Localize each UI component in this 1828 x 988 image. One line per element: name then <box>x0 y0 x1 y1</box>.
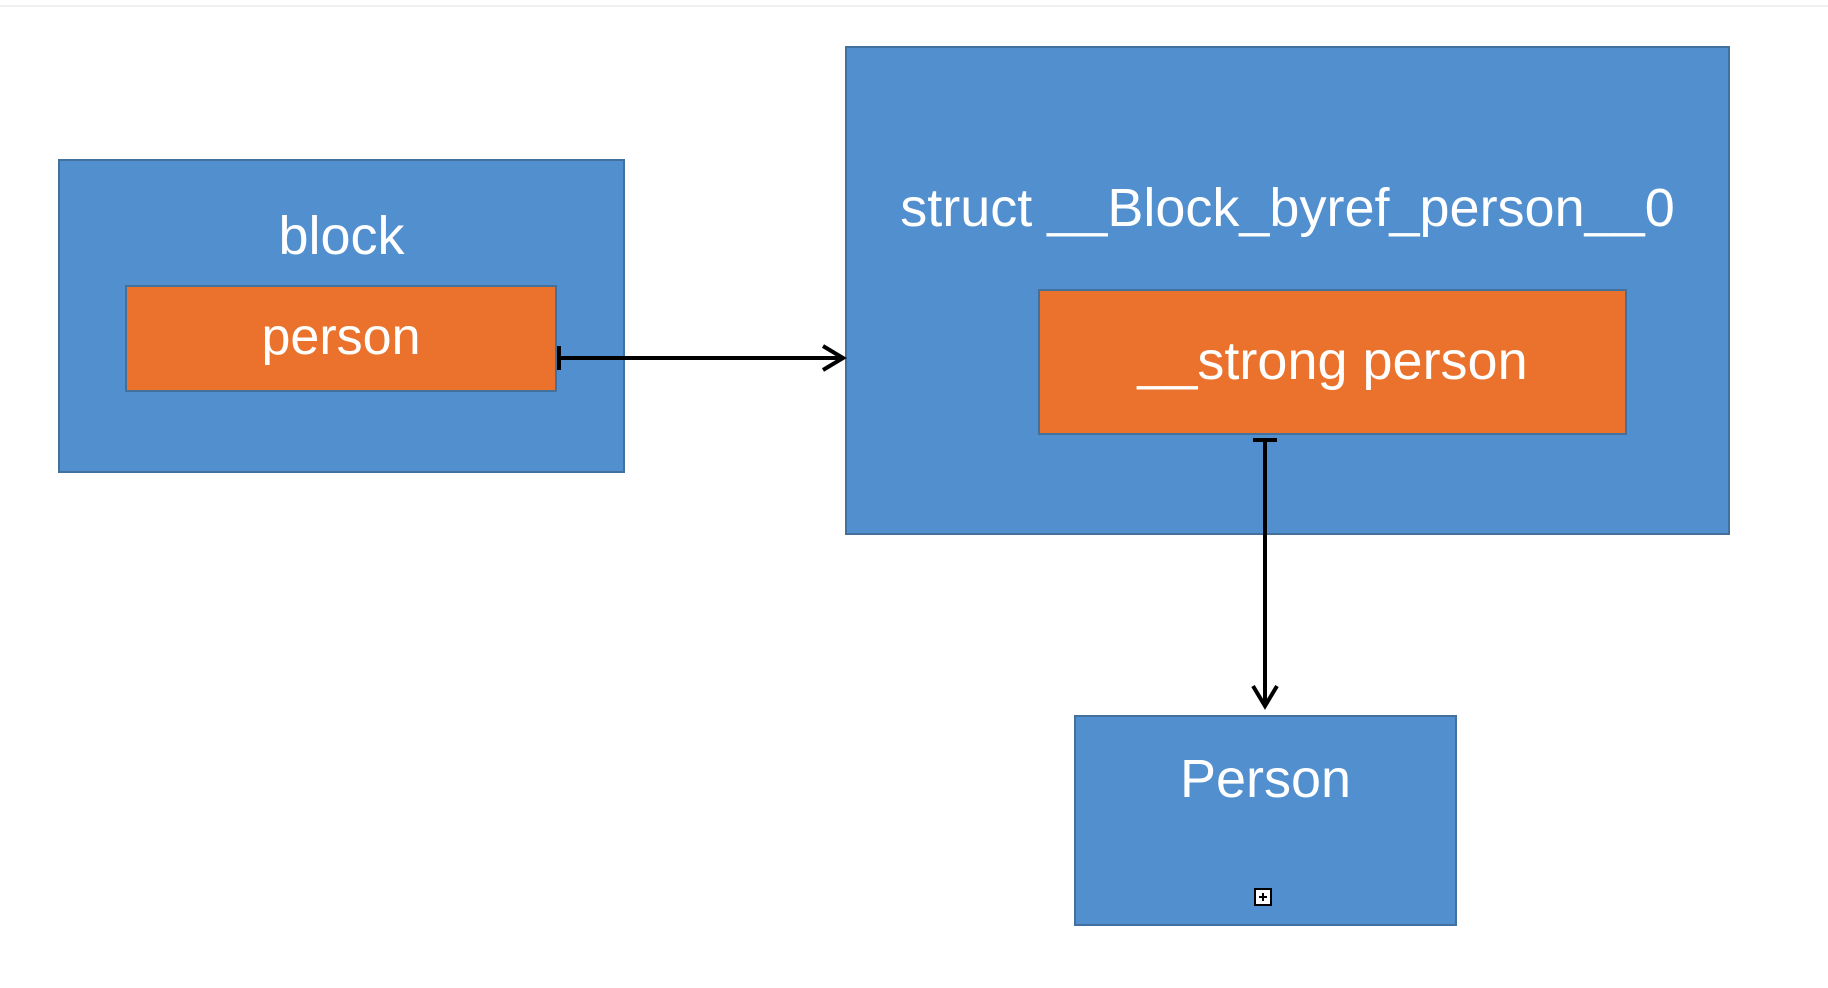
block-person-field[interactable]: person <box>125 285 557 392</box>
person-object[interactable]: Person <box>1074 715 1457 926</box>
person-object-title: Person <box>1179 749 1352 809</box>
block-person-field-label: person <box>261 308 421 366</box>
strong-person-field-label: __strong person <box>1137 331 1528 391</box>
block-title: block <box>278 206 405 266</box>
strong-person-field[interactable]: __strong person <box>1038 289 1627 435</box>
byref-struct-title: struct __Block_byref_person__0 <box>900 178 1675 238</box>
expand-plus-icon[interactable] <box>1254 888 1272 906</box>
top-divider <box>0 5 1828 7</box>
